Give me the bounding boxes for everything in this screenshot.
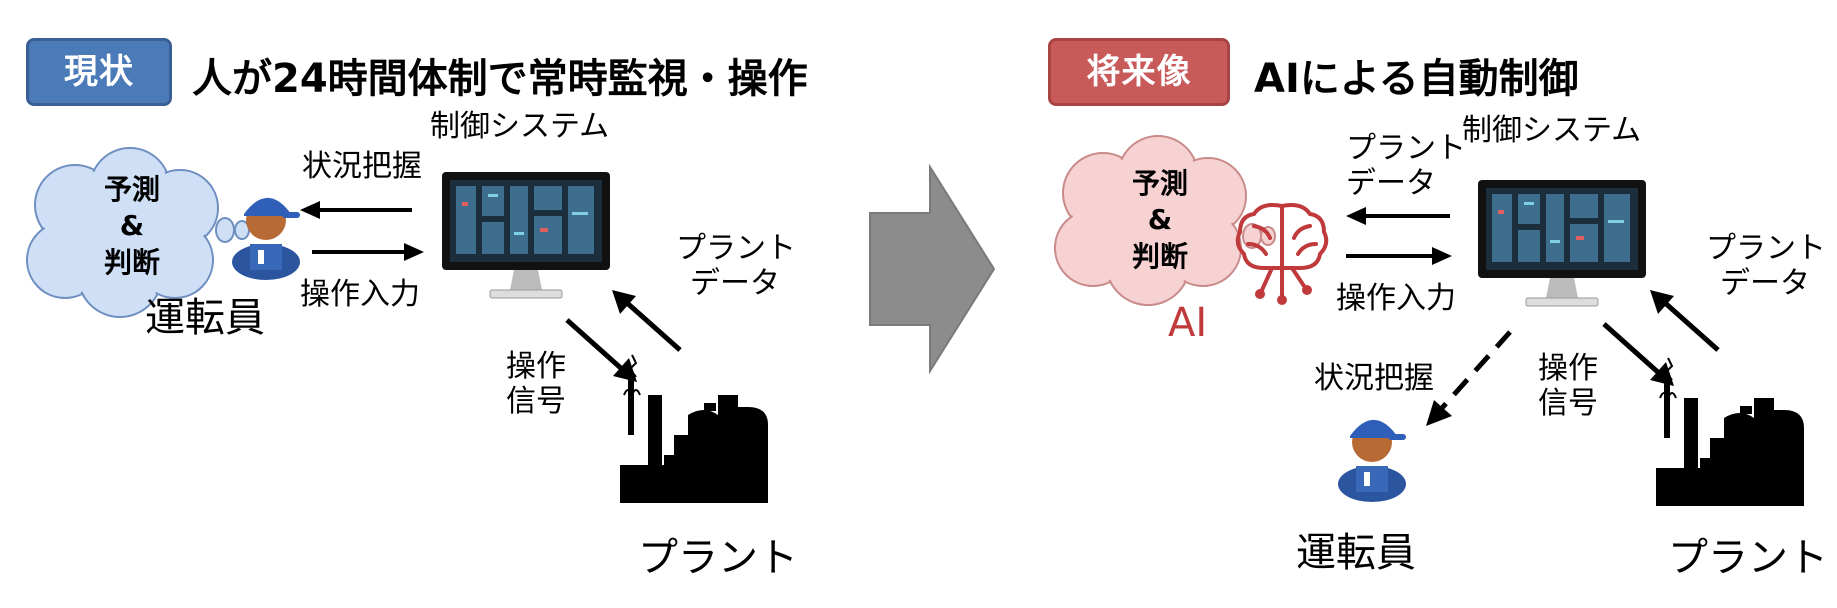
status-arrow-future [1426,330,1512,426]
current-heading: 人が24時間体制で常時監視・操作 [192,56,808,102]
plant-data-line-1: プラント [676,231,796,266]
signal-label-current: 操作 信号 [506,349,566,419]
operator-label-future: 運転員 [1296,530,1416,576]
input-label-future: 操作入力 [1336,281,1456,316]
plant-label-future: プラント [1668,535,1828,581]
plant-data-line-2: データ [1720,265,1810,301]
monitor-icon [442,172,610,299]
plant-data-arrow-current [612,290,682,352]
plant-data-arrow-future [1346,207,1450,225]
system-label-current: 制御システム [430,109,610,144]
operator-icon [1338,419,1406,502]
input-arrow-current [312,243,424,261]
status-label-current: 状況把握 [302,149,422,184]
input-arrow-future [1346,247,1452,265]
cloud-line-2: & [1147,203,1173,237]
status-label-future: 状況把握 [1314,361,1434,396]
plant-data-arrow-future-diag [1650,290,1720,352]
future-heading: AIによる自動制御 [1254,56,1579,102]
signal-line-1: 操作 [506,349,566,384]
thought-cloud-current [26,147,250,318]
operator-icon [232,197,300,280]
cloud-line-1: 予測 [103,173,160,206]
signal-arrow-current [565,318,637,382]
ai-brain-icon [1235,203,1329,305]
plant-data-top-label-future: プラント データ [1346,131,1466,201]
operator-label-current: 運転員 [145,295,265,341]
cloud-line-1: 予測 [1131,167,1188,200]
plant-label-current: プラント [638,535,798,581]
plant-data-label-current: プラント データ [676,231,796,301]
thought-cloud-future [1054,135,1276,306]
plant-icon [1656,357,1804,506]
system-label-future: 制御システム [1462,113,1642,148]
cloud-line-2: & [119,209,145,243]
plant-icon [620,354,768,503]
signal-label-future: 操作 信号 [1538,351,1598,421]
future-badge: 将来像 [1048,38,1230,106]
cloud-line-3: 判断 [1131,239,1188,273]
cloud-text-future: 予測 & 判断 [1090,166,1230,275]
monitor-icon [1478,180,1646,307]
plant-data-top-line-2: データ [1346,165,1436,201]
plant-data-line-2: データ [690,265,780,301]
signal-line-2: 信号 [506,383,566,419]
input-label-current: 操作入力 [300,277,420,312]
plant-data-top-line-1: プラント [1346,131,1466,166]
current-badge: 現状 [26,38,172,106]
status-arrow-current [300,201,412,219]
cloud-text-current: 予測 & 判断 [62,172,202,281]
ai-label: AI [1168,300,1208,346]
transition-arrow [869,163,996,375]
plant-data-line-1: プラント [1706,231,1826,266]
signal-line-2: 信号 [1538,385,1598,421]
plant-data-label-future: プラント データ [1706,231,1826,301]
signal-line-1: 操作 [1538,351,1598,386]
cloud-line-3: 判断 [103,245,160,279]
